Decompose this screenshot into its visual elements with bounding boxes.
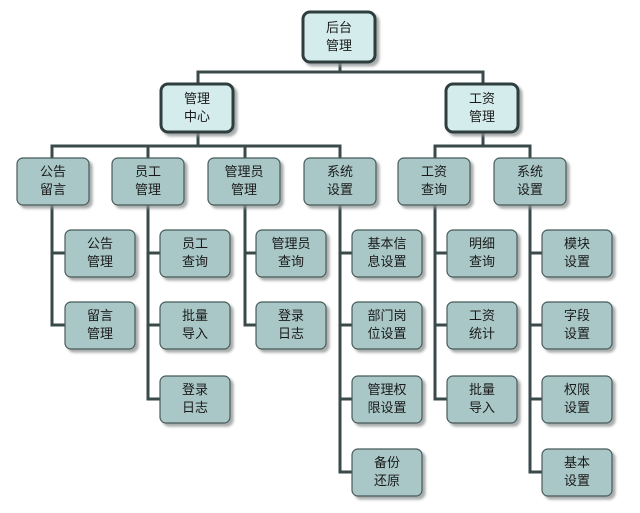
- node-admin-query-line1: 管理员: [271, 237, 310, 252]
- node-permission-settings-line1: 管理权: [367, 382, 406, 398]
- node-basic-settings-line1: 基本: [564, 456, 590, 471]
- connector-employee: [146, 205, 160, 401]
- node-message-manage-line1: 留言: [87, 309, 113, 324]
- node-access-settings-line1: 权限: [564, 382, 590, 398]
- node-employee-login-log-line2: 日志: [182, 401, 208, 416]
- node-salary-import-line1: 批量: [469, 383, 495, 398]
- node-salary-system-settings: 系统 设置: [493, 157, 567, 206]
- node-employee-query-line1: 员工: [182, 237, 208, 252]
- connector-salary: [433, 132, 485, 158]
- node-salary-query-line1: 工资: [421, 165, 447, 180]
- node-basic-settings-line2: 设置: [564, 474, 590, 489]
- node-message-manage-line2: 管理: [87, 327, 113, 342]
- node-admin-login-log-line2: 日志: [278, 327, 304, 342]
- node-detail-query-line2: 查询: [469, 255, 495, 270]
- node-basic-info-settings-line1: 基本信: [367, 237, 406, 252]
- node-announcement-manage: 公告 管理: [64, 229, 136, 278]
- connector-squery: [433, 205, 447, 401]
- node-employee-management-line1: 员工: [135, 165, 161, 180]
- node-backup-restore-line2: 还原: [374, 474, 400, 489]
- node-employee-query-line2: 查询: [182, 255, 208, 270]
- node-salary-query: 工资 查询: [397, 157, 471, 206]
- node-admin-query-line2: 查询: [278, 255, 304, 270]
- node-system-settings-line1: 系统: [327, 165, 353, 180]
- node-admin-management: 管理员 管理: [207, 157, 281, 206]
- node-access-settings: 权限 设置: [541, 375, 613, 424]
- node-module-settings: 模块 设置: [541, 229, 613, 278]
- node-root-line2: 管理: [326, 39, 352, 54]
- node-salary-query-line2: 查询: [421, 183, 447, 198]
- node-salary-import-line2: 导入: [469, 401, 495, 416]
- node-permission-settings-line2: 限设置: [367, 401, 406, 416]
- node-salary-management-line1: 工资: [469, 92, 495, 107]
- node-salary-system-settings-line2: 设置: [517, 183, 543, 198]
- node-employee-management-line2: 管理: [135, 183, 161, 198]
- node-management-center-line1: 管理: [184, 92, 210, 107]
- node-admin-management-line1: 管理员: [224, 165, 263, 180]
- node-system-settings-line2: 设置: [327, 183, 353, 198]
- connectors: [50, 62, 542, 474]
- node-employee-login-log: 登录 日志: [159, 375, 231, 424]
- node-admin-query: 管理员 查询: [255, 229, 327, 278]
- node-announcement-manage-line1: 公告: [87, 237, 113, 252]
- node-announcement-manage-line2: 管理: [87, 255, 113, 270]
- connector-mgmt: [50, 132, 200, 158]
- node-admin-management-line2: 管理: [231, 183, 257, 198]
- connector-root: [196, 62, 342, 88]
- node-basic-settings: 基本 设置: [541, 448, 613, 497]
- node-salary-import: 批量 导入: [446, 375, 518, 424]
- connector-system: [338, 205, 352, 474]
- node-message-manage: 留言 管理: [64, 301, 136, 350]
- node-announcement-line2: 留言: [40, 183, 66, 198]
- node-access-settings-line2: 设置: [564, 401, 590, 416]
- node-employee-import-line2: 导入: [182, 327, 208, 342]
- node-salary-statistics-line2: 统计: [469, 327, 495, 342]
- node-backup-restore-line1: 备份: [374, 455, 400, 471]
- node-department-settings-line1: 部门岗: [367, 309, 406, 324]
- node-salary-system-settings-line1: 系统: [517, 165, 543, 180]
- node-system-settings: 系统 设置: [303, 157, 377, 206]
- node-salary-statistics-line1: 工资: [469, 309, 495, 324]
- node-employee-login-log-line1: 登录: [182, 383, 208, 398]
- node-employee-import-line1: 批量: [182, 309, 208, 324]
- node-root: 后台 管理: [301, 10, 377, 64]
- connector-mgmt-4: [198, 144, 342, 158]
- node-management-center: 管理 中心: [159, 82, 235, 134]
- connector-admin: [243, 205, 256, 327]
- node-admin-login-log: 登录 日志: [255, 301, 327, 350]
- node-announcement-line1: 公告: [40, 165, 66, 180]
- node-salary-statistics: 工资 统计: [446, 301, 518, 350]
- node-detail-query: 明细 查询: [446, 229, 518, 278]
- node-root-line1: 后台: [326, 21, 352, 36]
- connector-announce: [50, 205, 65, 327]
- node-backup-restore: 备份 还原: [351, 448, 423, 497]
- node-field-settings-line1: 字段: [564, 309, 590, 324]
- node-management-center-line2: 中心: [184, 110, 210, 125]
- node-basic-info-settings: 基本信 息设置: [351, 229, 423, 278]
- node-department-settings: 部门岗 位设置: [351, 301, 423, 350]
- node-detail-query-line1: 明细: [469, 237, 495, 252]
- node-salary-management-line2: 管理: [469, 110, 495, 125]
- node-announcement: 公告 留言: [16, 157, 90, 206]
- node-field-settings: 字段 设置: [541, 301, 613, 350]
- node-field-settings-line2: 设置: [564, 327, 590, 342]
- node-salary-management: 工资 管理: [444, 82, 520, 134]
- node-module-settings-line2: 设置: [564, 255, 590, 270]
- node-basic-info-settings-line2: 息设置: [367, 254, 406, 270]
- connector-ssys: [528, 205, 542, 474]
- node-admin-login-log-line1: 登录: [278, 309, 304, 324]
- node-employee-management: 员工 管理: [111, 157, 185, 206]
- node-department-settings-line2: 位设置: [367, 327, 406, 342]
- connector-salary-2: [483, 144, 532, 158]
- node-module-settings-line1: 模块: [564, 237, 590, 252]
- node-permission-settings: 管理权 限设置: [351, 375, 423, 424]
- node-employee-query: 员工 查询: [159, 229, 231, 278]
- node-employee-import: 批量 导入: [159, 301, 231, 350]
